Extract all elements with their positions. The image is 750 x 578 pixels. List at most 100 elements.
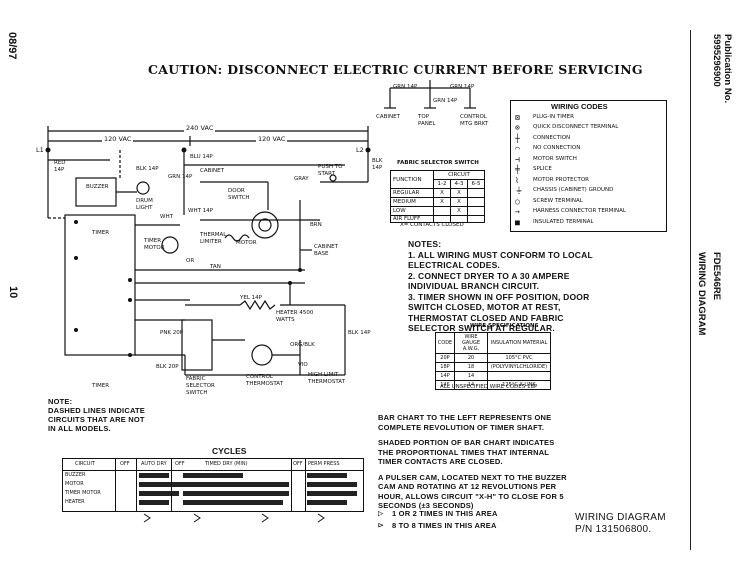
table-cell: MEDIUM bbox=[390, 197, 434, 207]
cycles-column-header: CIRCUIT bbox=[75, 461, 95, 467]
ground-label: GRN 14P bbox=[450, 84, 475, 90]
quick-disconnect-icon: ⊗ bbox=[515, 123, 520, 133]
cycles-column-header: PERM PRESS bbox=[308, 461, 340, 467]
table-cell: X bbox=[450, 188, 468, 198]
bar-chart-notes: BAR CHART TO THE LEFT REPRESENTS ONE COM… bbox=[378, 413, 568, 511]
ground-label: CABINET bbox=[376, 114, 400, 120]
cycles-row: HEATER bbox=[63, 498, 363, 507]
wiring-codes-title: WIRING CODES bbox=[551, 102, 608, 111]
wiring-code-item: → HARNESS CONNECTOR TERMINAL bbox=[515, 207, 663, 218]
fabric-table-title: FABRIC SELECTOR SWITCH bbox=[397, 160, 479, 166]
cycle-bar bbox=[307, 473, 347, 478]
vac-240-label: 240 VAC bbox=[184, 124, 216, 132]
cycle-bar bbox=[183, 500, 283, 505]
cabinet-base-label: CABINET BASE bbox=[314, 244, 338, 257]
wire-label: BLK 14P bbox=[136, 166, 159, 172]
fabric-selector-table: FUNCTION CIRCUIT 1-2 4-3 6-5 REGULAR X X… bbox=[390, 170, 485, 223]
table-cell bbox=[467, 206, 485, 216]
note-item: 3. TIMER SHOWN IN OFF POSITION, DOOR SWI… bbox=[408, 291, 590, 334]
pulse-1-2-icon: ▷ bbox=[378, 509, 384, 520]
table-row: 14S 14 125°C X-LINK bbox=[435, 380, 551, 390]
cycles-column-header: TIMED DRY (MIN) bbox=[205, 461, 248, 467]
wiring-codes-box: WIRING CODES ⊠ PLUG-IN TIMER ⊗ QUICK DIS… bbox=[510, 100, 667, 232]
legend-item: ▷ 1 OR 2 TIMES IN THIS AREA bbox=[378, 509, 498, 520]
wiring-code-item: ⊣ MOTOR SWITCH bbox=[515, 154, 663, 165]
wiring-code-item: ┼ CONNECTION bbox=[515, 133, 663, 144]
table-cell: 18 bbox=[454, 362, 488, 372]
high-limit-thermostat-label: HIGH LIMIT THERMOSTAT bbox=[308, 372, 345, 385]
wiring-code-item: ⏚ CHASSIS (CABINET) GROUND bbox=[515, 186, 663, 197]
cycle-bar bbox=[183, 491, 289, 496]
fabric-table-footnote: X= CONTACTS CLOSED bbox=[400, 222, 464, 228]
cycles-divider bbox=[305, 459, 306, 511]
bar-chart-note: A PULSER CAM, LOCATED NEXT TO THE BUZZER… bbox=[378, 472, 567, 511]
note-item: 2. CONNECT DRYER TO A 30 AMPERE INDIVIDU… bbox=[408, 270, 570, 292]
chassis-ground-icon: ⏚ bbox=[515, 186, 523, 196]
harness-connector-icon: → bbox=[515, 207, 520, 217]
wire-label: BLU 14P bbox=[190, 154, 213, 160]
cycles-divider bbox=[291, 459, 292, 511]
cabinet-label: CABINET bbox=[200, 168, 224, 174]
table-row: LOW X bbox=[390, 206, 485, 216]
pulse-8-icon: ⊳ bbox=[378, 521, 384, 532]
table-header: CIRCUIT bbox=[433, 170, 485, 180]
table-header: WIRE GAUGE A.W.G. bbox=[454, 332, 488, 354]
cycles-column-header: OFF bbox=[120, 461, 130, 467]
table-cell: X bbox=[433, 188, 451, 198]
cycles-divider bbox=[171, 459, 172, 511]
cycles-divider bbox=[136, 459, 137, 511]
table-cell: LOW bbox=[390, 206, 434, 216]
wire-label: GRAY bbox=[294, 176, 309, 182]
wire-label: WHT 14P bbox=[188, 208, 213, 214]
ground-label: GRN 14P bbox=[433, 98, 458, 104]
wiring-code-item: ○ SCREW TERMINAL bbox=[515, 196, 663, 207]
caution-title: CAUTION: DISCONNECT ELECTRIC CURRENT BEF… bbox=[148, 62, 643, 77]
table-cell bbox=[433, 206, 451, 216]
control-thermostat-label: CONTROL THERMOSTAT bbox=[246, 374, 283, 387]
table-cell: X bbox=[433, 197, 451, 207]
no-connection-icon: ⌒ bbox=[515, 144, 520, 154]
pulse-marks bbox=[143, 513, 325, 523]
table-cell: 20 bbox=[454, 353, 488, 363]
cycle-bar bbox=[307, 500, 347, 505]
cycle-bar bbox=[307, 482, 357, 487]
motor-protector-icon: ⌇ bbox=[515, 175, 519, 185]
vac-120-left-label: 120 VAC bbox=[102, 135, 134, 143]
cycle-bar bbox=[139, 500, 169, 505]
wire-label: OR bbox=[186, 258, 195, 264]
table-row: 18P 18 (POLYVINYLCHLORIDE) bbox=[435, 362, 551, 372]
timer-bottom-label: TIMER bbox=[92, 383, 110, 389]
cycles-column-header: OFF bbox=[175, 461, 185, 467]
bar-chart-note: BAR CHART TO THE LEFT REPRESENTS ONE COM… bbox=[378, 413, 552, 432]
cycles-row: BUZZER bbox=[63, 471, 363, 480]
screw-terminal-icon: ○ bbox=[515, 196, 520, 206]
table-row: 20P 20 105°C PVC bbox=[435, 353, 551, 363]
ground-label: CONTROL MTG BRKT bbox=[460, 114, 489, 127]
wire-label: TAN bbox=[210, 264, 221, 270]
l2-label: L2 bbox=[356, 146, 364, 154]
cycles-header-row: CIRCUIT OFF AUTO DRY OFF TIMED DRY (MIN)… bbox=[63, 459, 363, 471]
table-subheader: 4-3 bbox=[450, 179, 468, 189]
cycles-row: MOTOR bbox=[63, 480, 363, 489]
cycles-row-label: HEATER bbox=[65, 499, 85, 505]
table-cell: 18P bbox=[435, 362, 455, 372]
legend-item: ⊳ 8 TO 8 TIMES IN THIS AREA bbox=[378, 521, 497, 532]
cycles-row-label: MOTOR bbox=[65, 481, 84, 487]
wiring-code-label: INSULATED TERMINAL bbox=[533, 218, 594, 225]
table-cell bbox=[467, 188, 485, 198]
table-cell: 105°C PVC bbox=[487, 353, 551, 363]
wiring-code-label: SPLICE bbox=[533, 166, 552, 173]
table-cell: REGULAR bbox=[390, 188, 434, 198]
buzzer-label: BUZZER bbox=[86, 184, 109, 190]
wiring-code-label: SCREW TERMINAL bbox=[533, 197, 583, 204]
wiring-code-item: ╪ SPLICE bbox=[515, 165, 663, 176]
table-cell bbox=[467, 197, 485, 207]
notes-title: NOTES: bbox=[408, 239, 442, 249]
table-cell: X bbox=[450, 206, 468, 216]
red-14p-label: RED 14P bbox=[54, 160, 66, 173]
cycles-row-label: BUZZER bbox=[65, 472, 86, 478]
door-switch-label: DOOR SWITCH bbox=[228, 188, 250, 201]
heater-label: HEATER 4500 WATTS bbox=[276, 310, 314, 323]
notes-block: NOTES: 1. ALL WIRING MUST CONFORM TO LOC… bbox=[408, 239, 593, 334]
